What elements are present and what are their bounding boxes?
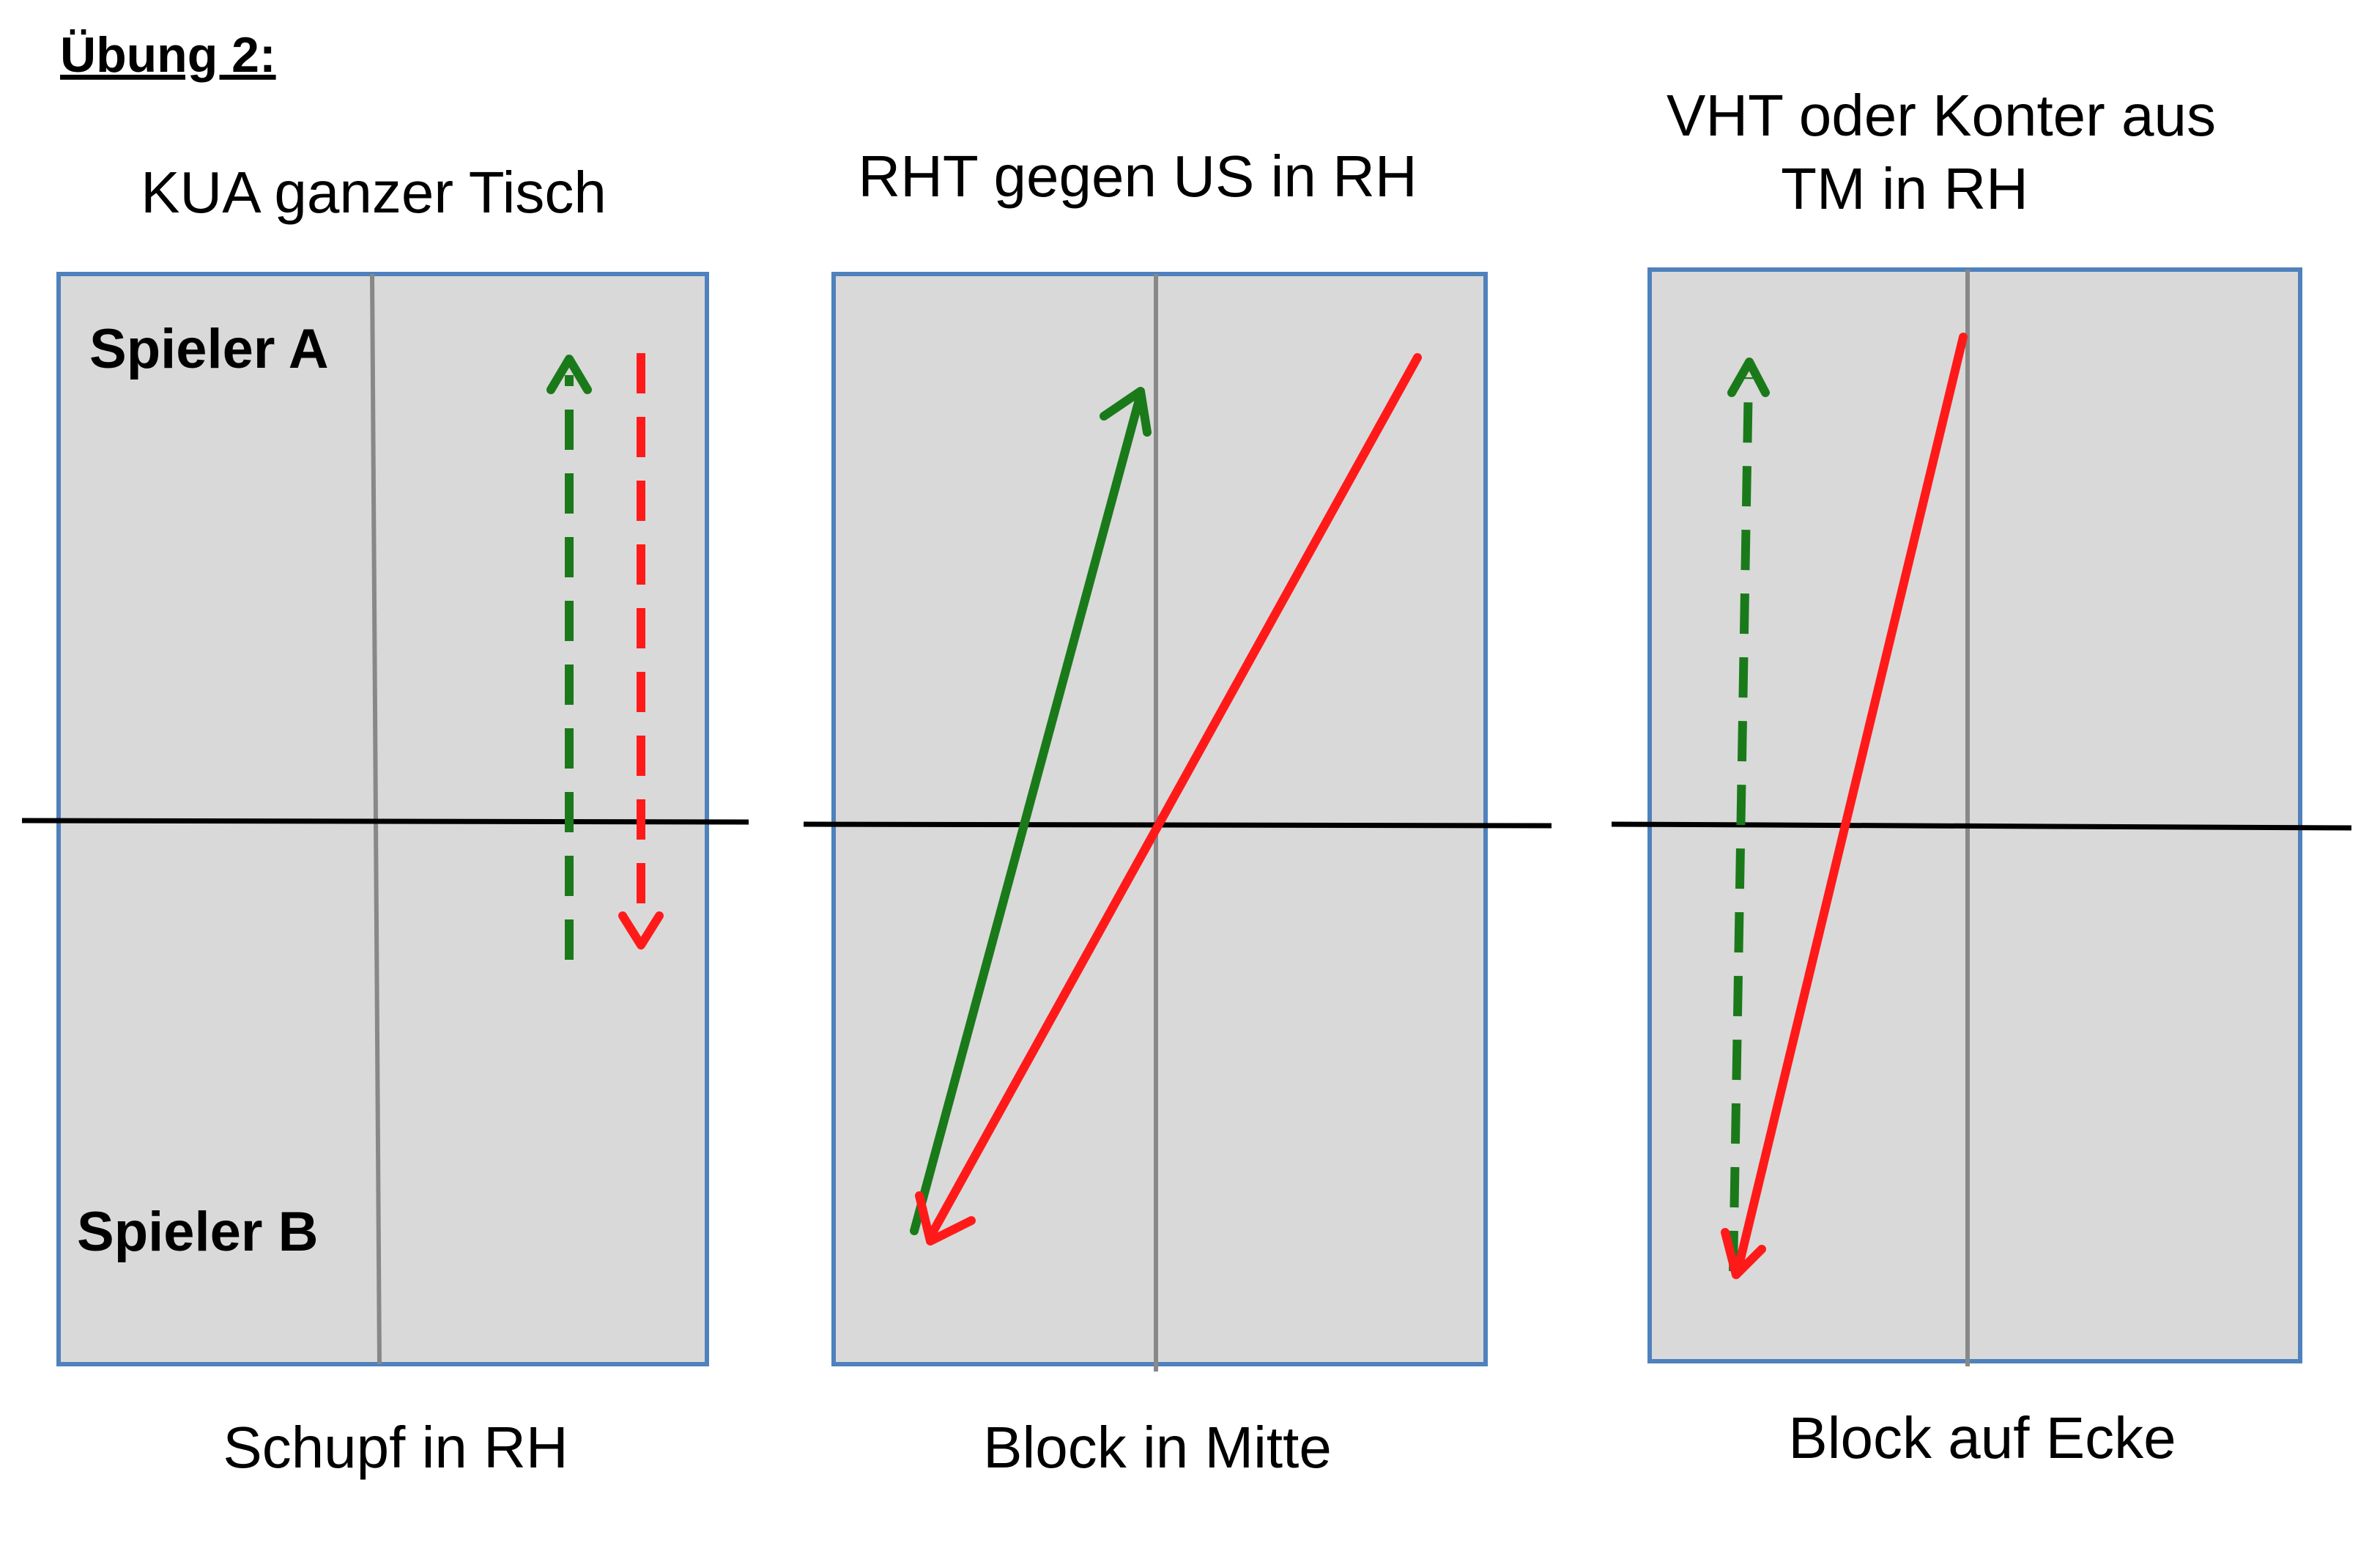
panel-3-green-arrowhead (1727, 358, 1770, 397)
exercise-heading: Übung 2: (60, 27, 276, 83)
panel-2-red-arrowhead (915, 1191, 976, 1245)
panel-3-red-arrow (1733, 333, 1968, 1276)
panel-3-title-line-1: VHT oder Konter aus (1667, 83, 2216, 148)
panel-3: VHT oder Konter aus TM in RH Block auf E… (1611, 83, 2352, 1470)
panel-3-red-arrowhead (1721, 1228, 1766, 1279)
panel-2-green-arrowhead (1100, 387, 1152, 437)
panel-2-caption: Block in Mitte (983, 1415, 1332, 1480)
panel-2-green-arrow (910, 393, 1144, 1235)
panel-1-caption: Schupf in RH (223, 1415, 568, 1480)
panel-2-title: RHT gegen US in RH (858, 144, 1417, 209)
panel-1-title: KUA ganzer Tisch (141, 160, 607, 225)
panel-3-caption: Block auf Ecke (1788, 1405, 2176, 1470)
panel-1-player-b-label: Spieler B (77, 1201, 318, 1263)
panel-1-red-arrowhead (618, 911, 664, 950)
panel-1-green-arrowhead (546, 355, 592, 394)
panel-3-title-line-2: TM in RH (1781, 156, 2028, 221)
panel-1-net (21, 818, 749, 825)
panel-3-green-dashed-arrow (1729, 377, 1753, 1272)
panel-2-red-arrow (926, 353, 1422, 1241)
panel-1: KUA ganzer Tisch Spieler A Spieler B Sch… (21, 160, 749, 1480)
panel-2: RHT gegen US in RH Block in Mitte (803, 144, 1552, 1480)
panel-3-net (1611, 821, 2352, 831)
panel-1-player-a-label: Spieler A (89, 318, 329, 380)
panel-2-net (803, 821, 1552, 829)
